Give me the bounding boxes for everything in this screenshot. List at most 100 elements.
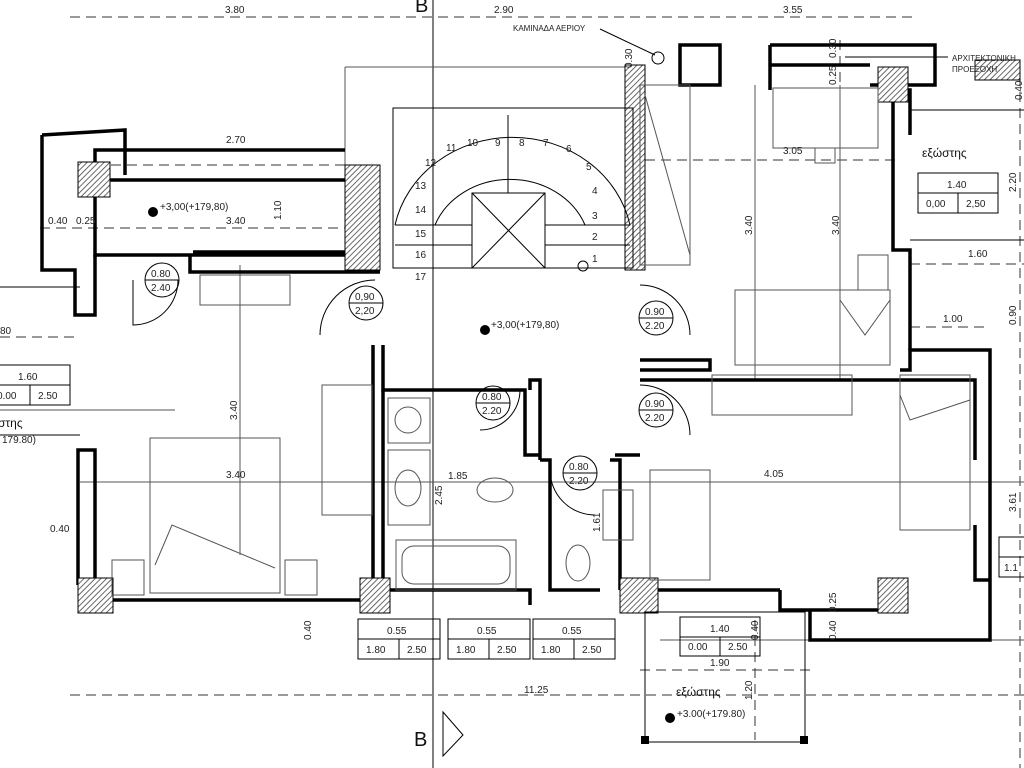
dimension-label: 1.80 xyxy=(456,645,476,656)
balcony-label: εξώστης xyxy=(676,685,721,699)
stair-step: 5 xyxy=(586,162,592,173)
door-tag: 0.90 2.20 xyxy=(638,300,674,336)
dimension-label: 1.61 xyxy=(592,512,603,532)
door-swings xyxy=(132,279,691,516)
door-tag: 0.80 2.20 xyxy=(562,455,598,491)
stair-step: 13 xyxy=(415,181,427,192)
dimension-label: 0.90 xyxy=(1008,305,1019,325)
dimension-label: 0.80 xyxy=(151,269,171,280)
dimension-label: 2.50 xyxy=(582,645,602,656)
dimension-label: 2.20 xyxy=(1008,172,1019,192)
balcony-label: εξώστης xyxy=(922,146,967,160)
stair-step: 15 xyxy=(415,229,427,240)
dimension-label: 2.20 xyxy=(569,476,589,487)
dimension-label: 3.40 xyxy=(226,470,246,481)
stair-step: 6 xyxy=(566,144,572,155)
dimension-label: 1.40 xyxy=(710,624,730,635)
dimension-label: 2,20 xyxy=(355,306,375,317)
section-arrow-icon xyxy=(442,710,464,758)
dimension-label: 0.00 xyxy=(688,642,708,653)
dimension-label: 0.80 xyxy=(569,462,589,473)
dimension-label: 0.40 xyxy=(48,216,68,227)
dimension-label: 0.00 xyxy=(0,391,17,402)
dimension-label: 3.40 xyxy=(831,215,842,235)
door-tag: 0.902.20 xyxy=(638,392,674,428)
stair-step: 10 xyxy=(467,138,479,149)
dimension-label: 0.55 xyxy=(477,626,497,637)
stair-step: 1 xyxy=(592,254,598,265)
dimension-label: 2.50 xyxy=(497,645,517,656)
dimension-label: 0.25 xyxy=(828,65,839,85)
dimension-label: 0.40 xyxy=(828,620,839,640)
dimension-label: 2.50 xyxy=(728,642,748,653)
window-tag: 0.551.80 2.50 xyxy=(532,618,616,660)
dimension-label: 1.00 xyxy=(943,314,963,325)
window-tag: 1.400.00 2.50 xyxy=(679,616,761,657)
door-tag: 0,90 2,20 xyxy=(348,285,384,321)
dimension-label: 0.80 xyxy=(482,392,502,403)
dimension-label: 2.90 xyxy=(494,5,514,16)
dimension-label: 3.40 xyxy=(226,216,246,227)
window-tag: 0.551.80 2.50 xyxy=(447,618,531,660)
stair-step: 9 xyxy=(495,138,501,149)
dimension-label: 0.25 xyxy=(76,216,96,227)
level-label: +3,00(+179,80) xyxy=(160,202,228,213)
dimension-label: 3.55 xyxy=(783,5,803,16)
bed xyxy=(149,437,281,594)
level-label: +3.00(+179.80) xyxy=(677,709,745,720)
level-markers xyxy=(148,207,675,723)
dimension-label: 1.40 xyxy=(947,180,967,191)
dimension-labels: 3.80 2.90 3.55 0.30 0.30 0.25 0.40 2.70 … xyxy=(0,5,1024,700)
dimension-label: 1.20 xyxy=(744,680,755,700)
dimension-label: 1.80 xyxy=(366,645,386,656)
dimension-label: 0.30 xyxy=(624,48,635,68)
dimension-label: 80 xyxy=(0,326,12,337)
arch-projection-note: ΠΡΟΕΞΟΧΗ xyxy=(952,65,997,74)
balcony-label: στης xyxy=(0,416,23,430)
arch-projection-note: ΑΡΧΙΤΕΚΤΟΝΙΚΗ xyxy=(952,54,1016,63)
section-label-bottom: B xyxy=(414,729,427,751)
window-tag: 0.551.80 2.50 xyxy=(357,618,441,660)
dimension-label: 0.55 xyxy=(387,626,407,637)
dimension-label: 4.05 xyxy=(764,469,784,480)
dimension-label: 0,00 xyxy=(926,199,946,210)
dimension-label: 2.50 xyxy=(407,645,427,656)
gas-chimney-note: ΚΑΜΙΝΑΔΑ ΑΕΡΙΟΥ xyxy=(513,24,586,33)
dimension-label: 3.80 xyxy=(225,5,245,16)
dimension-label: 2.70 xyxy=(226,135,246,146)
dimension-label: 0.55 xyxy=(562,626,582,637)
dimension-label: 0.90 xyxy=(645,399,665,410)
dimension-label: 0.40 xyxy=(50,524,70,535)
level-label: +3,00(+179,80) xyxy=(491,320,559,331)
stair-step: 4 xyxy=(592,186,598,197)
door-tag: 0.802.20 xyxy=(475,385,511,421)
stair-step: 12 xyxy=(425,158,437,169)
dimension-label: 3.40 xyxy=(744,215,755,235)
dimension-label: 3.40 xyxy=(229,400,240,420)
dimension-label: 0,90 xyxy=(355,292,375,303)
dimension-label: 3.61 xyxy=(1008,492,1019,512)
level-label: 179.80) xyxy=(2,435,36,446)
balcony-outlines xyxy=(0,109,1024,744)
dimension-label: 0.90 xyxy=(645,307,665,318)
window-tag: 1.600.002.50 xyxy=(0,364,71,406)
dimension-label: 0.40 xyxy=(750,620,761,640)
dimension-label: 2.40 xyxy=(151,283,171,294)
stair-step: 8 xyxy=(519,138,525,149)
dimension-label: 3.05 xyxy=(783,146,803,157)
dimension-label: 0.40 xyxy=(303,620,314,640)
dimension-label: 1.90 xyxy=(710,658,730,669)
dimension-label: 2,50 xyxy=(966,199,986,210)
dimension-label: 1.80 xyxy=(541,645,561,656)
stair-step: 17 xyxy=(415,272,427,283)
staircase: 1 2 3 4 5 6 7 8 9 10 11 12 13 14 15 16 1… xyxy=(392,107,634,283)
dimension-label: 0.25 xyxy=(828,592,839,612)
dimension-label: 0.30 xyxy=(828,38,839,58)
dimension-label: 2.45 xyxy=(434,485,445,505)
stair-step: 7 xyxy=(543,138,549,149)
dimension-label: 2.20 xyxy=(645,321,665,332)
stair-step: 14 xyxy=(415,205,427,216)
dimension-label: 11.25 xyxy=(524,685,549,696)
dimension-label: 1.60 xyxy=(968,249,988,260)
